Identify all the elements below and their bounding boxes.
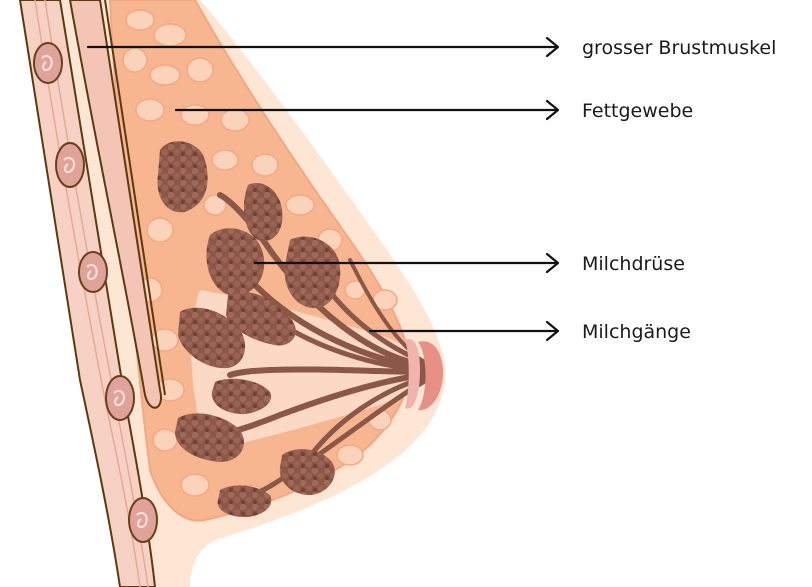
label-fat-tissue: Fettgewebe bbox=[582, 100, 693, 122]
label-milk-gland: Milchdrüse bbox=[582, 253, 685, 275]
label-milk-ducts: Milchgänge bbox=[582, 321, 691, 343]
label-pectoral-muscle: grosser Brustmuskel bbox=[582, 37, 776, 59]
